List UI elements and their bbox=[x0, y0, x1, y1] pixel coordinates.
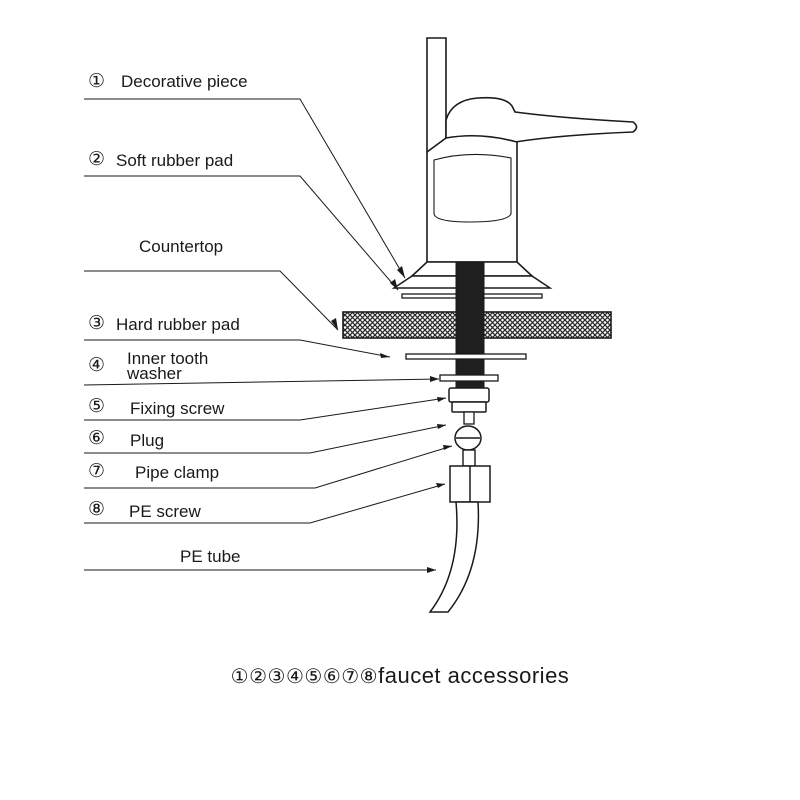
inner-tooth-washer bbox=[439, 374, 499, 382]
faucet-spout bbox=[426, 37, 447, 153]
leader-decorative-piece bbox=[84, 98, 406, 279]
label-pipe-clamp: Pipe clamp bbox=[135, 463, 220, 482]
arrowhead bbox=[380, 353, 390, 358]
label-4-number: ④ bbox=[88, 354, 106, 376]
label-1-number: ① bbox=[88, 70, 106, 92]
leader-pipe-clamp bbox=[84, 445, 453, 489]
leader-countertop bbox=[84, 270, 339, 331]
label-6-number: ⑥ bbox=[88, 427, 106, 449]
label-plug: Plug bbox=[130, 431, 165, 450]
leader-inner-tooth-washer bbox=[83, 378, 440, 386]
threaded-shank bbox=[455, 261, 485, 391]
arrowhead bbox=[437, 397, 446, 402]
label-washer: washer bbox=[127, 364, 182, 383]
fixing-screw bbox=[448, 387, 490, 413]
caption-numbers: ①②③④⑤⑥⑦⑧ bbox=[230, 664, 379, 688]
faucet bbox=[409, 37, 638, 277]
hose-stem bbox=[463, 411, 475, 425]
label-decorative-piece: Decorative piece bbox=[121, 72, 248, 91]
arrowheads bbox=[331, 266, 452, 573]
leader-pe-screw bbox=[84, 483, 446, 524]
leader-lines bbox=[83, 98, 453, 571]
label-countertop: Countertop bbox=[139, 237, 224, 256]
label-pe-screw: PE screw bbox=[129, 502, 201, 521]
caption: ①②③④⑤⑥⑦⑧faucet accessories bbox=[0, 663, 800, 689]
hard-rubber-pad bbox=[405, 353, 527, 360]
label-3-number: ③ bbox=[88, 312, 106, 334]
faucet-body bbox=[426, 134, 518, 263]
arrowhead bbox=[443, 445, 452, 450]
label-5-number: ⑤ bbox=[88, 395, 106, 417]
pipe-clamp bbox=[462, 449, 476, 467]
arrowhead bbox=[436, 483, 445, 488]
plug bbox=[454, 425, 482, 451]
arrowhead bbox=[430, 376, 439, 382]
arrowhead bbox=[427, 567, 436, 573]
arrowhead bbox=[397, 266, 405, 278]
label-7-number: ⑦ bbox=[88, 460, 106, 482]
leader-hard-rubber-pad bbox=[84, 339, 391, 358]
label-inner-tooth: Inner tooth bbox=[127, 349, 209, 368]
label-fixing-screw: Fixing screw bbox=[130, 399, 225, 418]
leader-fixing-screw bbox=[84, 397, 447, 421]
arrowhead bbox=[437, 424, 446, 429]
pe-tube bbox=[428, 501, 480, 613]
pe-screw bbox=[449, 465, 491, 503]
label-2-number: ② bbox=[88, 148, 106, 170]
leader-soft-rubber-pad bbox=[84, 175, 399, 291]
label-soft-rubber-pad: Soft rubber pad bbox=[116, 151, 234, 170]
leader-plug bbox=[84, 424, 447, 454]
faucet-body-inner bbox=[433, 153, 512, 223]
caption-text: faucet accessories bbox=[378, 663, 570, 688]
label-pe-tube: PE tube bbox=[180, 547, 241, 566]
label-8-number: ⑧ bbox=[88, 498, 106, 520]
label-hard-rubber-pad: Hard rubber pad bbox=[116, 315, 240, 334]
arrowhead bbox=[331, 318, 338, 330]
